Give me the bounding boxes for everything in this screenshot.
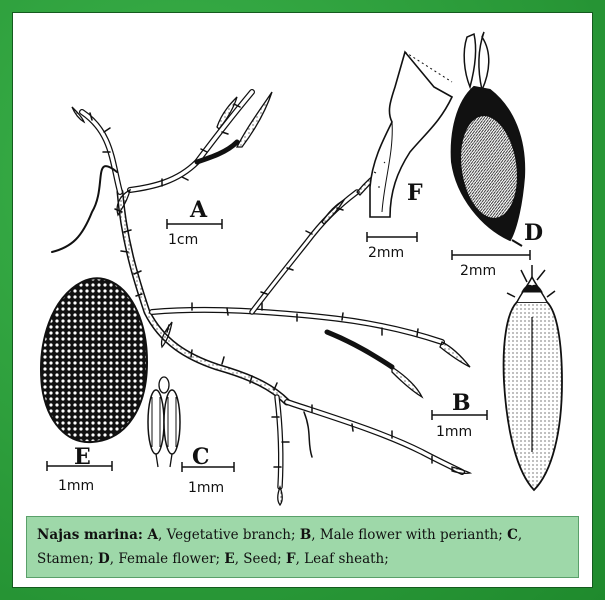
scale-text-c: 1mm [188,480,224,496]
caption-separator: : [137,527,148,543]
stamen-drawing [147,376,181,468]
figure-caption: Najas marina: A, Vegetative branch; B, M… [26,516,579,578]
label-d: D [524,220,543,246]
label-b: B [452,390,471,416]
scale-text-d: 2mm [460,263,496,279]
caption-key-a: A [147,527,159,543]
illustration-panel: A 1cm F 2mm [12,12,593,588]
caption-key-e: E [224,551,235,567]
vegetative-branch-drawing [51,89,473,507]
caption-key-d: D [98,551,110,567]
label-f: F [407,180,423,206]
caption-text-c: , Stamen; [37,527,523,567]
caption-text-e: , Seed; [234,551,286,567]
caption-species: Najas marina [37,527,138,543]
scale-text-b: 1mm [436,424,472,440]
caption-text-f: , Leaf sheath; [295,551,389,567]
scale-text-a: 1cm [168,232,198,248]
botanical-illustration: A 1cm F 2mm [40,31,563,507]
label-e: E [74,444,91,470]
caption-text-b: , Male flower with perianth; [311,527,508,543]
caption-key-c: C [507,527,518,543]
caption-text-a: , Vegetative branch; [158,527,300,543]
scale-text-e: 1mm [58,478,94,494]
male-flower-drawing [502,265,563,492]
seed-drawing [40,277,149,444]
caption-key-f: F [285,551,296,567]
female-flower-drawing [450,31,526,247]
scale-text-f: 2mm [368,245,404,261]
label-a: A [189,197,208,223]
label-c: C [192,444,210,470]
leaf-sheath-drawing [369,50,454,218]
caption-key-b: B [299,527,312,543]
caption-text-d: , Female flower; [109,551,225,567]
